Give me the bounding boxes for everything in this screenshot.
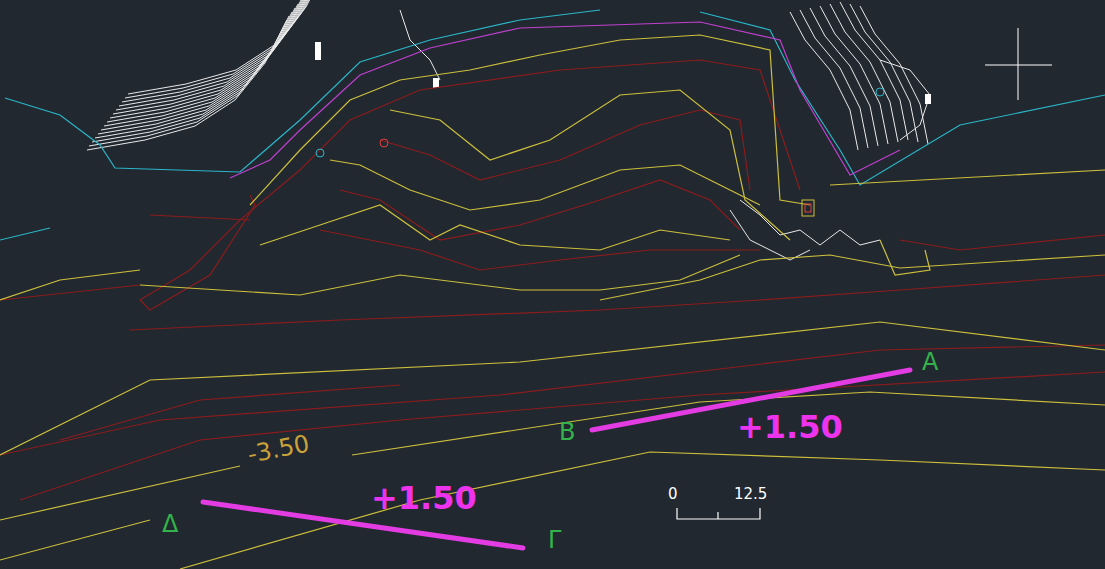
elevation-label: +1.50 <box>737 411 843 443</box>
survey-marker <box>316 88 884 216</box>
contour-label: -3.50 <box>246 431 312 466</box>
scale-number: 12.5 <box>734 487 767 502</box>
scale-bar <box>677 508 760 519</box>
section-letter: B <box>559 420 575 444</box>
elevation-label: +1.50 <box>371 482 477 514</box>
shoreline <box>0 10 1105 240</box>
depth-contour <box>0 60 1105 500</box>
section-letter: Γ <box>548 528 561 552</box>
section-letter: A <box>922 350 938 374</box>
crosshair <box>985 28 1052 100</box>
bank-line <box>230 22 900 178</box>
slope-hatch <box>315 2 931 260</box>
depth-contour <box>0 35 1105 569</box>
section-line <box>203 370 910 548</box>
section-letter: Δ <box>162 512 178 536</box>
scale-number: 0 <box>668 487 678 502</box>
